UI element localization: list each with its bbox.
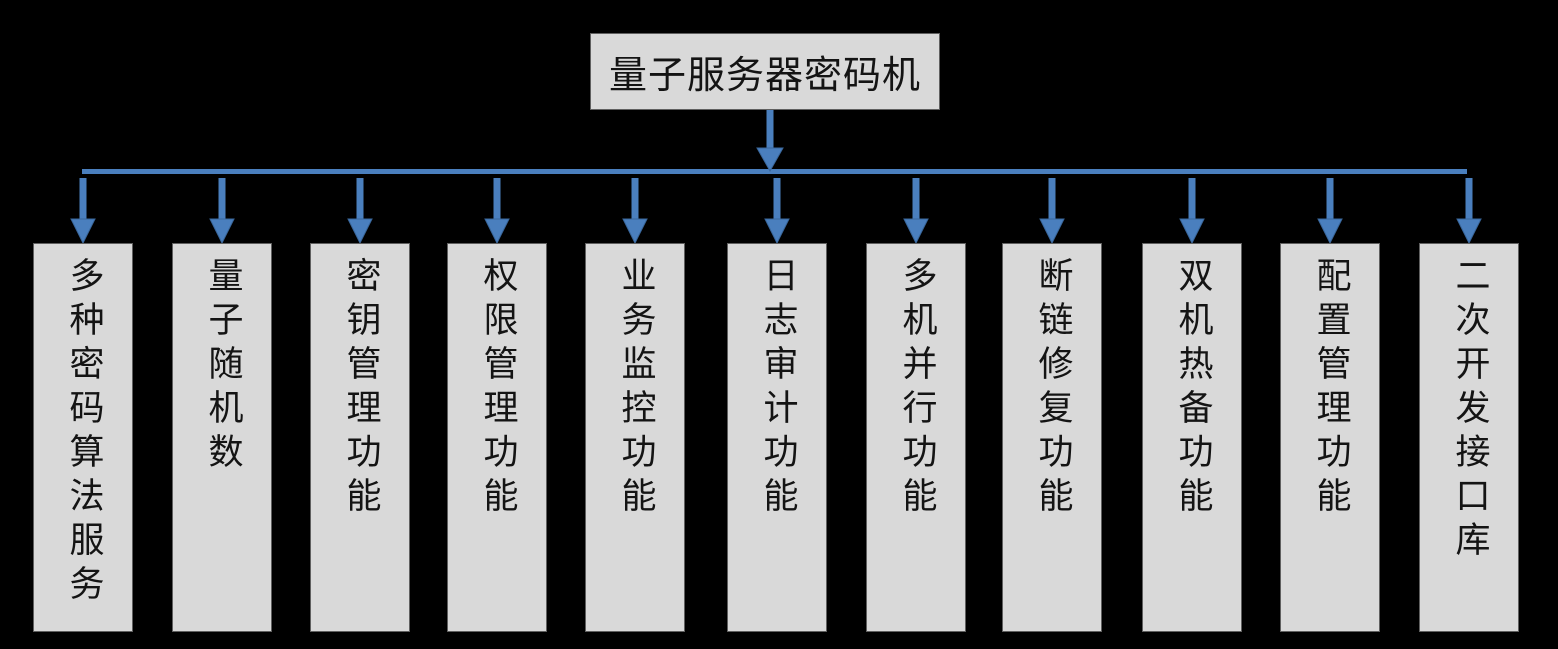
child-arrow-stem-10 bbox=[1326, 178, 1334, 220]
child-arrow-head-icon-4 bbox=[484, 218, 510, 245]
function-box-5: 业务监控功能 bbox=[585, 243, 685, 632]
child-arrow-stem-4 bbox=[493, 178, 501, 220]
child-arrow-head-icon-1 bbox=[70, 218, 96, 245]
function-box-2: 量子随机数 bbox=[172, 243, 272, 632]
function-box-label: 多机并行功能 bbox=[896, 257, 937, 521]
function-box-11: 二次开发接口库 bbox=[1419, 243, 1519, 632]
child-arrow-head-icon-2 bbox=[209, 218, 235, 245]
root-arrow-stem bbox=[766, 110, 774, 149]
child-arrow-head-icon-11 bbox=[1456, 218, 1482, 245]
child-arrow-head-icon-8 bbox=[1039, 218, 1065, 245]
child-arrow-head-icon-10 bbox=[1317, 218, 1343, 245]
function-box-7: 多机并行功能 bbox=[866, 243, 966, 632]
function-box-8: 断链修复功能 bbox=[1002, 243, 1102, 632]
function-box-label: 断链修复功能 bbox=[1032, 257, 1073, 521]
function-box-label: 日志审计功能 bbox=[757, 257, 798, 521]
child-arrow-stem-1 bbox=[79, 178, 87, 220]
function-box-label: 配置管理功能 bbox=[1310, 257, 1351, 521]
child-arrow-stem-8 bbox=[1048, 178, 1056, 220]
function-box-label: 双机热备功能 bbox=[1172, 257, 1213, 521]
function-box-label: 二次开发接口库 bbox=[1449, 257, 1490, 565]
child-arrow-stem-9 bbox=[1188, 178, 1196, 220]
child-arrow-stem-3 bbox=[356, 178, 364, 220]
function-box-label: 密钥管理功能 bbox=[340, 257, 381, 521]
function-box-9: 双机热备功能 bbox=[1142, 243, 1242, 632]
function-box-3: 密钥管理功能 bbox=[310, 243, 410, 632]
child-arrow-head-icon-5 bbox=[622, 218, 648, 245]
child-arrow-stem-6 bbox=[773, 178, 781, 220]
child-arrow-stem-7 bbox=[912, 178, 920, 220]
function-box-label: 多种密码算法服务 bbox=[63, 257, 104, 609]
root-arrow-head-icon bbox=[756, 147, 784, 173]
function-box-label: 业务监控功能 bbox=[615, 257, 656, 521]
child-arrow-stem-5 bbox=[631, 178, 639, 220]
function-box-label: 权限管理功能 bbox=[477, 257, 518, 521]
connector-bus-line bbox=[82, 169, 1467, 174]
child-arrow-head-icon-6 bbox=[764, 218, 790, 245]
root-box-label: 量子服务器密码机 bbox=[608, 53, 921, 97]
root-box: 量子服务器密码机 bbox=[590, 33, 940, 110]
child-arrow-head-icon-7 bbox=[903, 218, 929, 245]
child-arrow-head-icon-3 bbox=[347, 218, 373, 245]
child-arrow-stem-11 bbox=[1465, 178, 1473, 220]
function-box-4: 权限管理功能 bbox=[447, 243, 547, 632]
function-box-label: 量子随机数 bbox=[202, 257, 243, 477]
function-box-10: 配置管理功能 bbox=[1280, 243, 1380, 632]
function-box-1: 多种密码算法服务 bbox=[33, 243, 133, 632]
child-arrow-head-icon-9 bbox=[1179, 218, 1205, 245]
child-arrow-stem-2 bbox=[218, 178, 226, 220]
function-box-6: 日志审计功能 bbox=[727, 243, 827, 632]
